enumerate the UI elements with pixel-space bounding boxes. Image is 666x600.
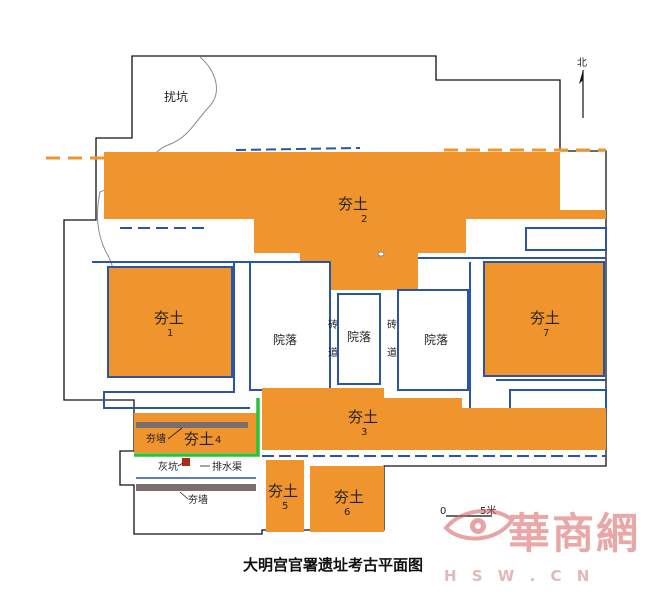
courtyard-middle xyxy=(337,293,381,385)
courtyard-left xyxy=(249,261,331,391)
rammed-earth-6-number: 6 xyxy=(344,507,350,518)
watermark-chinese: 華商網 xyxy=(508,509,641,558)
brick-road-left-2: 道 xyxy=(328,346,338,359)
rammed-wall-label-upper: 夯墙 xyxy=(146,432,166,445)
ash-pit-label: 灰坑 xyxy=(158,460,178,473)
rammed-earth-4-label: 夯土 xyxy=(184,430,214,448)
rammed-earth-3-label: 夯土 xyxy=(348,408,378,426)
rammed-earth-2-number: 2 xyxy=(361,214,367,225)
brick-road-left-1: 砖 xyxy=(328,318,338,331)
scale-zero: 0 xyxy=(440,506,446,517)
rammed-earth-7 xyxy=(483,261,605,377)
rammed-earth-3 xyxy=(262,388,606,450)
north-label: 北 xyxy=(577,57,587,69)
rammed-earth-3-number: 3 xyxy=(361,427,367,438)
rammed-earth-6 xyxy=(310,466,384,532)
rammed-earth-6-label: 夯土 xyxy=(334,488,364,506)
brick-road-right-1: 砖 xyxy=(387,318,397,331)
rammed-earth-4 xyxy=(134,413,258,453)
post-hole-marker xyxy=(377,251,385,257)
disturbed-pit-label: 扰坑 xyxy=(164,89,188,104)
watermark-eye-logo-icon xyxy=(443,508,515,541)
rammed-earth-1 xyxy=(107,266,233,378)
rammed-wall-lower xyxy=(136,484,256,491)
courtyard-middle-label: 院落 xyxy=(347,330,371,344)
rammed-wall-label-lower: 夯墙 xyxy=(188,493,208,506)
courtyard-right-label: 院落 xyxy=(424,333,448,347)
courtyard-left-label: 院落 xyxy=(273,333,297,347)
watermark-url: H S W . C N xyxy=(444,567,595,585)
drain-label: 排水渠 xyxy=(212,460,242,473)
brick-road-right-2: 道 xyxy=(387,346,397,359)
green-boundary-line xyxy=(134,398,260,457)
label-leader-line xyxy=(179,491,189,500)
rammed-earth-2 xyxy=(104,152,606,290)
rammed-earth-5-label: 夯土 xyxy=(268,482,298,500)
rammed-wall-upper xyxy=(136,422,248,428)
foundation-line xyxy=(103,262,250,409)
rammed-earth-1-label: 夯土 xyxy=(154,309,184,327)
rammed-earth-7-label: 夯土 xyxy=(530,309,560,327)
rammed-earth-7-number: 7 xyxy=(543,328,549,339)
rammed-earth-2-label: 夯土 xyxy=(338,195,368,213)
ash-pit-marker xyxy=(182,458,190,466)
label-leader-line xyxy=(177,462,184,467)
label-leader-line xyxy=(167,427,183,440)
foundation-line xyxy=(525,227,607,251)
courtyard-right xyxy=(397,289,469,391)
map-title: 大明宫官署遗址考古平面图 xyxy=(242,556,423,574)
rammed-earth-4-number: 4 xyxy=(215,435,221,446)
foundation-line xyxy=(235,147,361,151)
rammed-earth-5 xyxy=(266,460,304,532)
rammed-earth-5-number: 5 xyxy=(282,501,288,512)
rammed-earth-1-number: 1 xyxy=(167,328,173,339)
north-arrow-icon xyxy=(579,70,583,84)
